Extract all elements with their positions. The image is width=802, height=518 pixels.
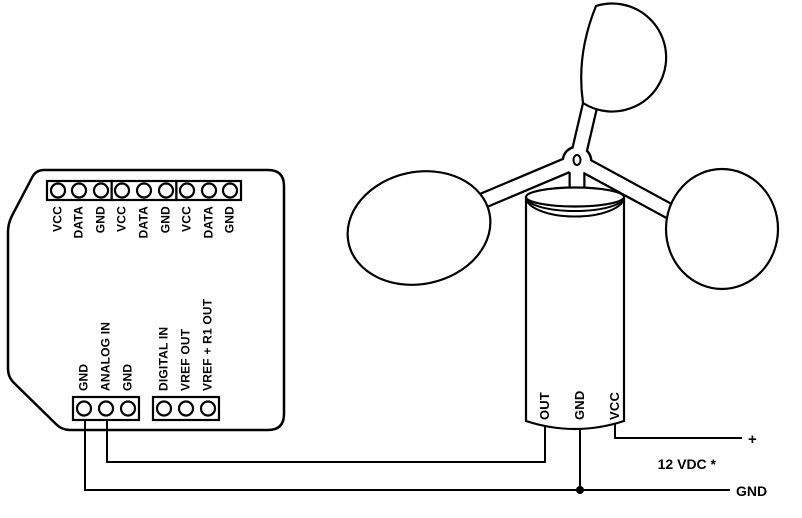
pin-label: VCC xyxy=(180,206,194,232)
analog-connector-labels: GND ANALOG IN GND xyxy=(77,322,135,391)
top-connectors xyxy=(45,179,243,202)
pin-label: DIGITAL IN xyxy=(157,327,171,391)
digital-connector-labels: DIGITAL IN VREF OUT VREF + R1 OUT xyxy=(157,298,215,391)
sensor-body-ring-1 xyxy=(525,196,625,212)
pin-hole xyxy=(199,400,217,417)
pin-label: VREF + R1 OUT xyxy=(201,298,215,391)
pin-label: ANALOG IN xyxy=(99,322,113,391)
pin-hole xyxy=(49,182,67,199)
sensor-wire-label-gnd: GND xyxy=(572,391,587,421)
pin-label: GND xyxy=(223,206,237,233)
pin-hole xyxy=(92,182,110,199)
pin-label: DATA xyxy=(72,206,86,238)
board-outline xyxy=(6,168,286,432)
wire-out-to-analog-in xyxy=(106,420,546,463)
pin-hole xyxy=(119,400,137,417)
pin-label: VREF OUT xyxy=(179,328,193,391)
pin-label: DATA xyxy=(202,206,216,238)
sensor-wire-label-vcc: VCC xyxy=(607,392,622,420)
analog-connector xyxy=(71,395,141,422)
pin-label: GND xyxy=(121,364,135,391)
pin-hole xyxy=(135,182,153,199)
pin-hole xyxy=(178,182,196,199)
pin-hole xyxy=(113,182,131,199)
sensor-body-ring-2 xyxy=(525,196,625,218)
pin-hole xyxy=(177,400,195,417)
logger-board: VCC DATA GND VCC DATA GND VCC DATA GND G… xyxy=(6,168,286,432)
pin-label: DATA xyxy=(137,206,151,238)
pin-label: GND xyxy=(77,364,91,391)
top-connector-labels: VCC DATA GND VCC DATA GND VCC DATA GND xyxy=(51,206,237,238)
pin-hole xyxy=(157,182,175,199)
gnd-junction-dot xyxy=(576,486,584,494)
rotor-axle-dot xyxy=(572,154,582,166)
wire-gnd-rail xyxy=(84,420,730,491)
anemometer-cup-top xyxy=(580,2,668,113)
sensor-body: OUT GND VCC xyxy=(524,186,626,431)
pin-hole xyxy=(75,400,93,417)
anemometer-cup-right xyxy=(664,167,780,291)
pin-hole xyxy=(97,400,115,417)
rotor-arm-left-fill xyxy=(461,154,584,214)
sensor-body-top-rim xyxy=(524,186,626,208)
sensor-wire-label-out: OUT xyxy=(537,392,552,420)
wire-vcc-to-positive xyxy=(614,424,742,439)
ground-rail-label: GND xyxy=(736,483,767,499)
pin-label: VCC xyxy=(115,206,129,232)
pin-hole xyxy=(155,400,173,417)
anemometer-cup-left xyxy=(346,170,492,286)
pin-label: VCC xyxy=(51,206,65,232)
pin-label: GND xyxy=(159,206,173,233)
digital-connector xyxy=(151,395,221,422)
sensor-body-cylinder xyxy=(524,195,626,431)
pin-hole xyxy=(200,182,218,199)
positive-terminal-label: + xyxy=(748,431,757,448)
anemometer-rotor xyxy=(346,2,780,291)
pin-label: GND xyxy=(94,206,108,233)
supply-voltage-label: 12 VDC * xyxy=(658,456,717,472)
pin-hole xyxy=(221,182,239,199)
rotor-arm-right-fill xyxy=(570,154,689,225)
wiring xyxy=(84,420,742,491)
pin-hole xyxy=(70,182,88,199)
